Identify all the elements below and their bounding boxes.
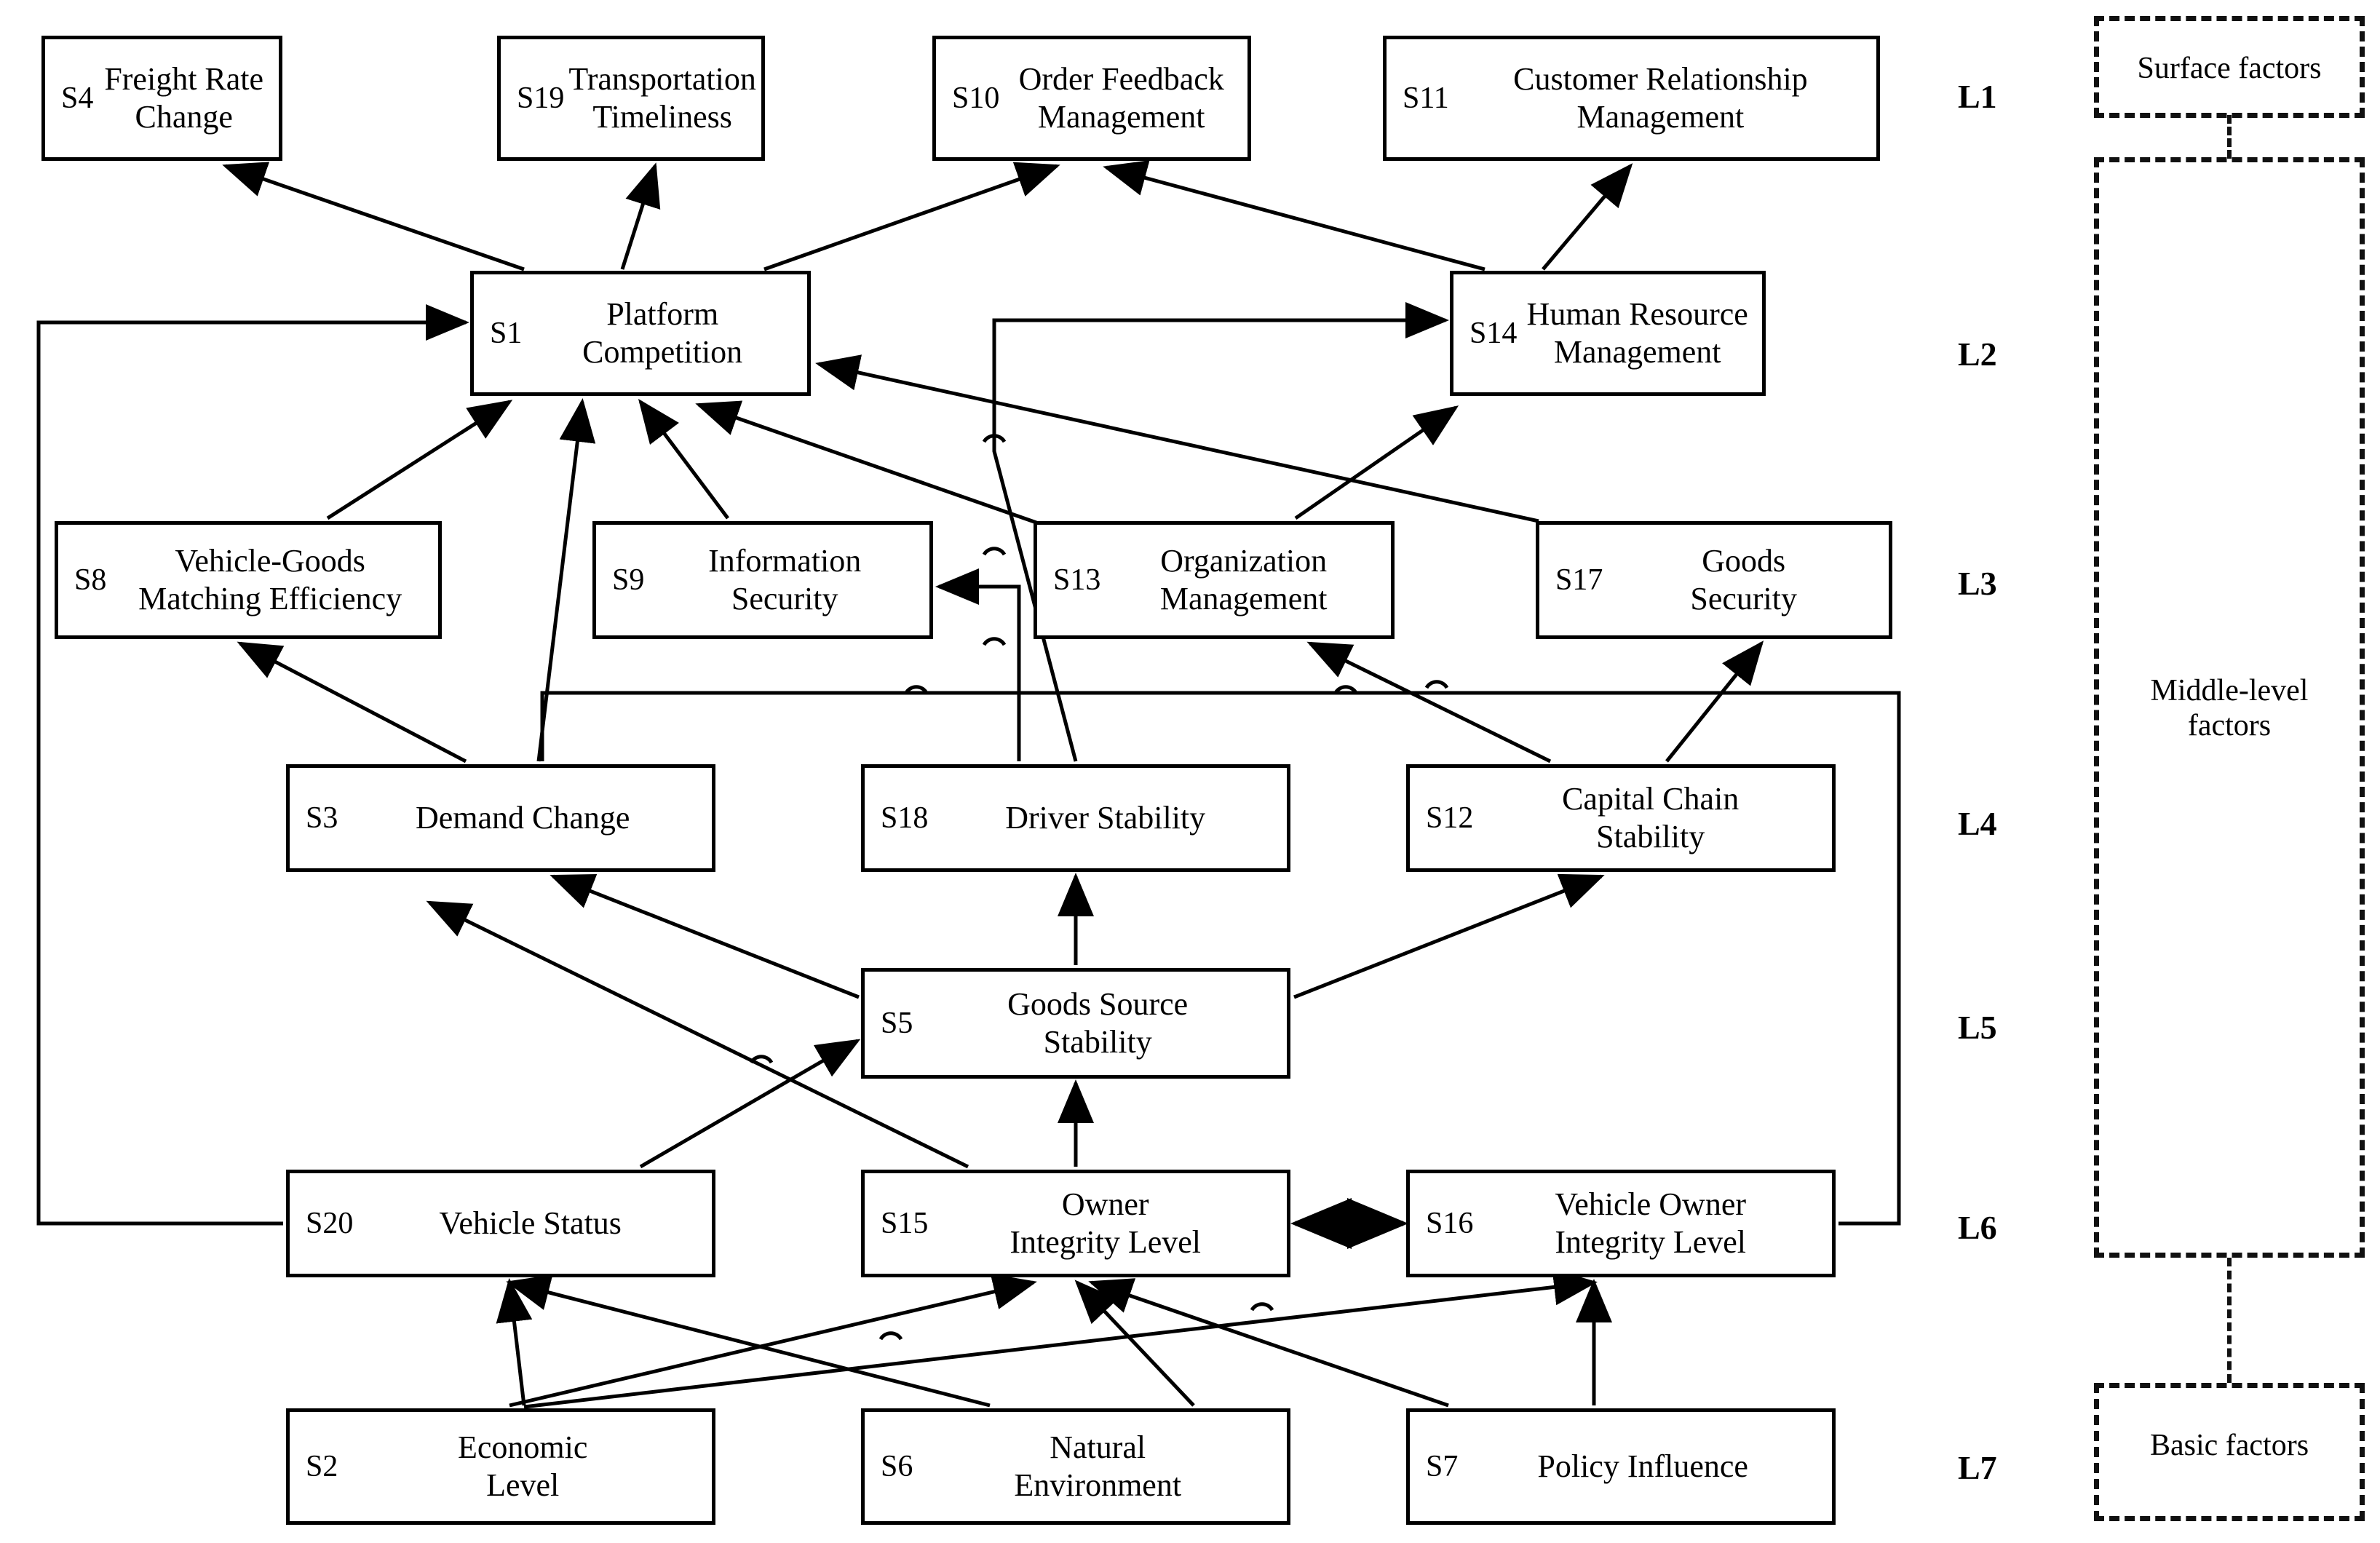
node-label: Vehicle Owner Integrity Level <box>1555 1186 1747 1260</box>
node-code: S17 <box>1555 563 1603 597</box>
node-label: Platform Competition <box>582 296 743 370</box>
node-s4[interactable]: S4 Freight Rate Change <box>41 36 282 161</box>
node-label: Demand Change <box>415 800 630 836</box>
node-s9[interactable]: S9 Information Security <box>592 521 933 639</box>
node-code: S8 <box>74 563 107 597</box>
legend-bracket-middle <box>2094 157 2365 1258</box>
node-s16[interactable]: S16 Vehicle Owner Integrity Level <box>1406 1170 1836 1277</box>
node-s13[interactable]: S13 Organization Management <box>1034 521 1395 639</box>
node-code: S20 <box>306 1207 354 1240</box>
node-s2[interactable]: S2 Economic Level <box>286 1408 715 1525</box>
node-label: Goods Security <box>1690 543 1797 616</box>
node-label: Natural Environment <box>1014 1429 1182 1503</box>
node-code: S19 <box>517 82 565 115</box>
node-s17[interactable]: S17 Goods Security <box>1536 521 1892 639</box>
node-code: S9 <box>612 563 645 597</box>
level-label-l4: L4 <box>1958 805 1997 842</box>
node-label: Owner Integrity Level <box>1009 1186 1202 1260</box>
node-label: Vehicle Status <box>439 1205 622 1242</box>
node-label: Freight Rate Change <box>104 61 264 135</box>
node-code: S13 <box>1053 563 1101 597</box>
node-code: S11 <box>1403 82 1449 115</box>
node-code: S6 <box>881 1450 913 1483</box>
level-label-l3: L3 <box>1958 565 1997 602</box>
node-s15[interactable]: S15 Owner Integrity Level <box>861 1170 1290 1277</box>
legend-label-middle: Middle-level factors <box>2150 674 2309 743</box>
node-s6[interactable]: S6 Natural Environment <box>861 1408 1290 1525</box>
level-label-l6: L6 <box>1958 1209 1997 1246</box>
node-s8[interactable]: S8 Vehicle-Goods Matching Efficiency <box>55 521 442 639</box>
node-code: S10 <box>952 82 1000 115</box>
node-label: Human Resource Management <box>1526 296 1748 370</box>
legend-tick-bottom <box>2227 1258 2232 1383</box>
node-s10[interactable]: S10 Order Feedback Management <box>932 36 1251 161</box>
node-s18[interactable]: S18 Driver Stability <box>861 764 1290 872</box>
node-s20[interactable]: S20 Vehicle Status <box>286 1170 715 1277</box>
level-label-l5: L5 <box>1958 1009 1997 1046</box>
node-code: S4 <box>61 82 94 115</box>
node-code: S1 <box>490 317 523 350</box>
legend-label-surface: Surface factors <box>2137 52 2322 85</box>
node-code: S3 <box>306 801 338 835</box>
level-label-l1: L1 <box>1958 78 1997 115</box>
node-label: Capital Chain Stability <box>1562 781 1740 854</box>
node-s7[interactable]: S7 Policy Influence <box>1406 1408 1836 1525</box>
level-label-l7: L7 <box>1958 1449 1997 1486</box>
legend-bracket-basic <box>2094 1383 2365 1521</box>
node-label: Policy Influence <box>1537 1448 1748 1485</box>
node-code: S5 <box>881 1007 913 1040</box>
node-code: S7 <box>1426 1450 1459 1483</box>
node-label: Goods Source Stability <box>1007 986 1189 1060</box>
node-s12[interactable]: S12 Capital Chain Stability <box>1406 764 1836 872</box>
node-label: Vehicle-Goods Matching Efficiency <box>138 543 402 616</box>
node-label: Driver Stability <box>1005 800 1206 836</box>
node-code: S12 <box>1426 801 1474 835</box>
node-s11[interactable]: S11 Customer Relationship Management <box>1383 36 1880 161</box>
level-label-l2: L2 <box>1958 336 1997 373</box>
node-label: Organization Management <box>1159 543 1328 616</box>
node-label: Customer Relationship Management <box>1513 61 1808 135</box>
node-label: Order Feedback Management <box>1018 61 1224 135</box>
node-label: Economic Level <box>457 1429 588 1503</box>
node-s1[interactable]: S1 Platform Competition <box>470 271 811 396</box>
node-code: S15 <box>881 1207 929 1240</box>
node-label: Information Security <box>708 543 862 616</box>
node-code: S2 <box>306 1450 338 1483</box>
legend-label-basic: Basic factors <box>2149 1429 2309 1462</box>
node-code: S18 <box>881 801 929 835</box>
node-s3[interactable]: S3 Demand Change <box>286 764 715 872</box>
node-s5[interactable]: S5 Goods Source Stability <box>861 968 1290 1079</box>
node-code: S14 <box>1469 317 1518 350</box>
legend-tick-top <box>2227 115 2232 159</box>
node-label: Transportation Timeliness <box>568 61 756 135</box>
node-code: S16 <box>1426 1207 1474 1240</box>
